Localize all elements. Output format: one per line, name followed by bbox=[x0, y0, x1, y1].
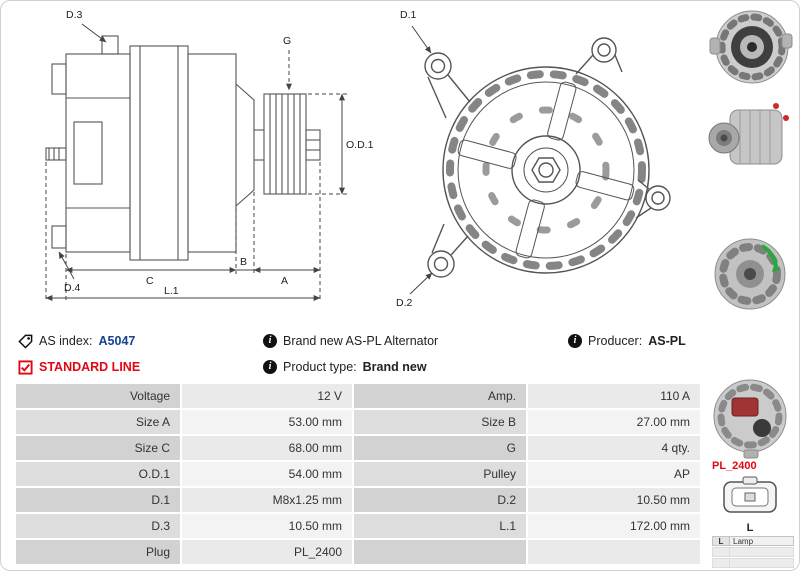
dim-label-g: G bbox=[283, 35, 291, 47]
spec-label: Plug bbox=[16, 540, 180, 564]
standard-line-label: STANDARD LINE bbox=[39, 360, 141, 374]
plug-code: PL_2400 bbox=[712, 460, 757, 472]
spec-value: 110 A bbox=[528, 384, 700, 408]
product-photo-2[interactable] bbox=[702, 94, 798, 185]
legend-row bbox=[712, 558, 794, 568]
alternator-front-photo bbox=[709, 10, 793, 84]
legend-desc: Lamp bbox=[730, 536, 794, 546]
plug-connector-icon bbox=[706, 474, 794, 521]
dim-label-c: C bbox=[146, 275, 154, 287]
spec-value: 27.00 mm bbox=[528, 410, 700, 434]
legend-row bbox=[712, 547, 794, 557]
producer: i Producer: AS-PL bbox=[568, 332, 686, 350]
spec-label: O.D.1 bbox=[16, 462, 180, 486]
legend-pin bbox=[712, 558, 730, 568]
checked-checkbox-icon bbox=[18, 359, 33, 375]
product-photo-column bbox=[700, 0, 800, 571]
alternator-rear-photo bbox=[713, 379, 787, 459]
spec-label: Voltage bbox=[16, 384, 180, 408]
spec-value: 68.00 mm bbox=[182, 436, 352, 460]
spec-label: Size B bbox=[354, 410, 526, 434]
plug-pin-label: L bbox=[746, 522, 754, 534]
as-index-value: A5047 bbox=[98, 334, 136, 348]
legend-desc bbox=[730, 558, 794, 568]
front-view-drawing: D.1 D.2 bbox=[396, 9, 671, 309]
spec-label: D.2 bbox=[354, 488, 526, 512]
alternator-angled-photo bbox=[714, 238, 786, 310]
dim-label-a: A bbox=[281, 275, 288, 287]
legend-desc bbox=[730, 547, 794, 557]
plug-pinout-legend: L Lamp bbox=[712, 536, 794, 569]
spec-label: Size A bbox=[16, 410, 180, 434]
legend-pin: L bbox=[712, 536, 730, 546]
dim-label-l1: L.1 bbox=[164, 285, 179, 297]
spec-value: 12 V bbox=[182, 384, 352, 408]
spec-value bbox=[528, 540, 700, 564]
spec-label bbox=[354, 540, 526, 564]
spec-table: Voltage 12 V Amp. 110 A Size A 53.00 mm … bbox=[16, 384, 700, 564]
info-icon: i bbox=[568, 334, 582, 348]
spec-label: G bbox=[354, 436, 526, 460]
product-photo-1[interactable] bbox=[702, 4, 798, 95]
spec-value: 10.50 mm bbox=[182, 514, 352, 538]
dim-label-b: B bbox=[240, 256, 247, 268]
product-type: i Product type: Brand new bbox=[263, 358, 427, 376]
technical-drawing-side: D.3 G O.D.1 C B A L.1 D.4 bbox=[8, 2, 380, 322]
spec-value: AP bbox=[528, 462, 700, 486]
plug-info: PL_2400 L bbox=[706, 460, 794, 534]
info-icon: i bbox=[263, 334, 277, 348]
legend-row: L Lamp bbox=[712, 536, 794, 546]
producer-value: AS-PL bbox=[648, 334, 686, 348]
brand-new-note: i Brand new AS-PL Alternator bbox=[263, 332, 438, 350]
spec-value: PL_2400 bbox=[182, 540, 352, 564]
alternator-side-photo bbox=[708, 103, 789, 165]
product-type-label: Product type: bbox=[283, 360, 357, 374]
dim-label-d4: D.4 bbox=[64, 282, 81, 294]
spec-label: D.1 bbox=[16, 488, 180, 512]
dim-label-d1: D.1 bbox=[400, 9, 417, 21]
spec-value: 4 qty. bbox=[528, 436, 700, 460]
spec-value: 53.00 mm bbox=[182, 410, 352, 434]
dim-label-d3: D.3 bbox=[66, 9, 83, 21]
spec-label: D.3 bbox=[16, 514, 180, 538]
product-photo-4[interactable] bbox=[702, 370, 798, 465]
product-info: AS index: A5047 STANDARD LINE i Brand ne… bbox=[16, 328, 700, 380]
dim-label-od1: O.D.1 bbox=[346, 139, 374, 151]
spec-value: 172.00 mm bbox=[528, 514, 700, 538]
standard-line: STANDARD LINE bbox=[18, 358, 140, 376]
spec-value: M8x1.25 mm bbox=[182, 488, 352, 512]
info-icon: i bbox=[263, 360, 277, 374]
spec-value: 10.50 mm bbox=[528, 488, 700, 512]
product-photo-3[interactable] bbox=[702, 224, 798, 323]
producer-label: Producer: bbox=[588, 334, 643, 348]
as-index: AS index: A5047 bbox=[18, 332, 135, 350]
spec-label: L.1 bbox=[354, 514, 526, 538]
spec-label: Pulley bbox=[354, 462, 526, 486]
spec-label: Size C bbox=[16, 436, 180, 460]
dim-label-d2: D.2 bbox=[396, 297, 413, 309]
brand-new-text: Brand new AS-PL Alternator bbox=[283, 334, 439, 348]
as-index-label: AS index: bbox=[39, 334, 93, 348]
side-view-drawing: D.3 G O.D.1 C B A L.1 D.4 bbox=[45, 9, 374, 302]
tag-icon bbox=[18, 334, 33, 349]
technical-drawing-front: D.1 D.2 bbox=[386, 2, 694, 322]
spec-value: 54.00 mm bbox=[182, 462, 352, 486]
legend-pin bbox=[712, 547, 730, 557]
spec-label: Amp. bbox=[354, 384, 526, 408]
product-type-value: Brand new bbox=[362, 360, 427, 374]
